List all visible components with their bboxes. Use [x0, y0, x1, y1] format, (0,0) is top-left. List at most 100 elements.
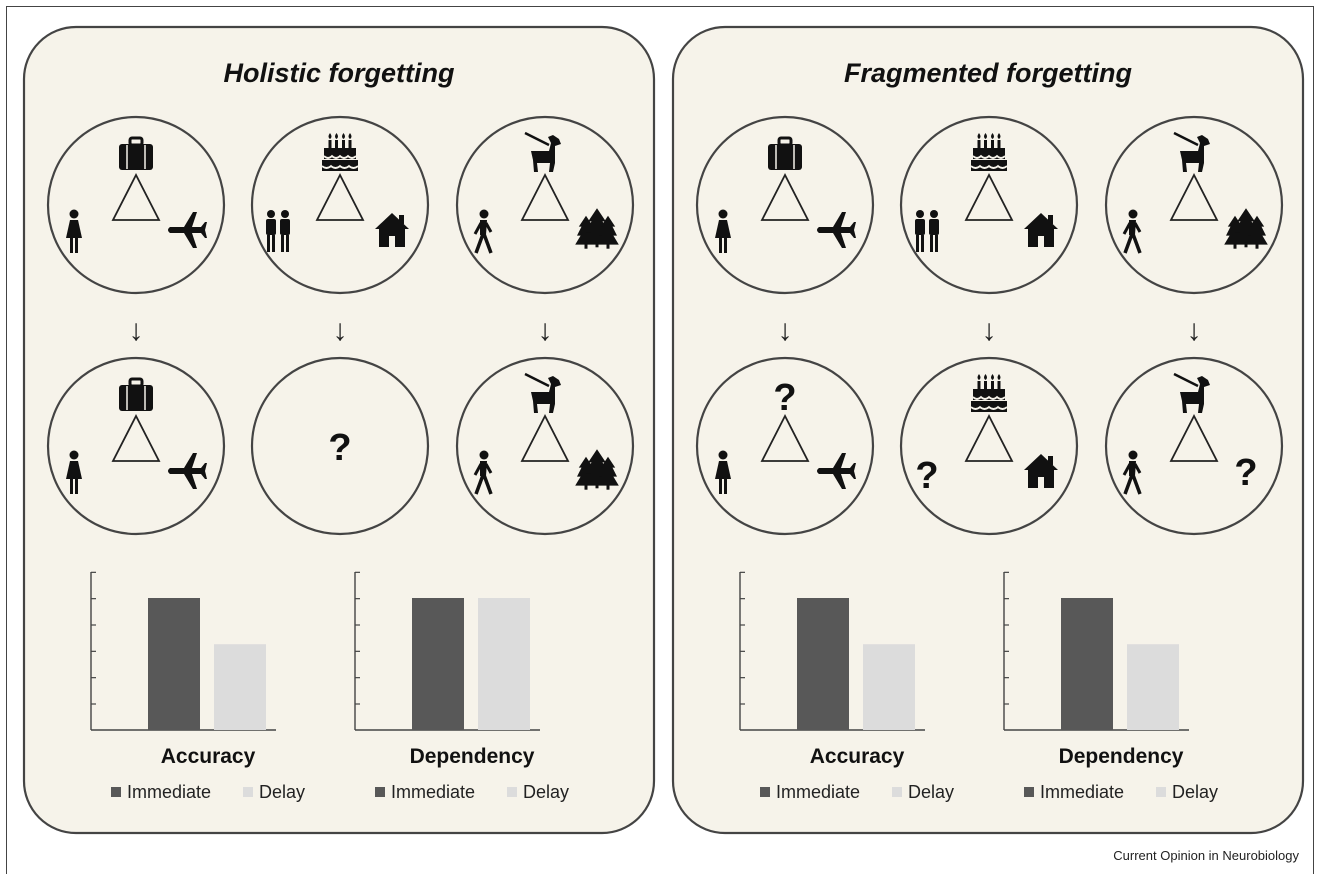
- event-circle: [899, 115, 1079, 295]
- bar-immediate: [1061, 598, 1113, 730]
- down-arrow: ↓: [778, 314, 793, 347]
- legend-swatch-delay: [1156, 787, 1166, 797]
- event-circle-outline: [455, 356, 635, 536]
- legend-label-immediate: Immediate: [127, 782, 211, 802]
- event-circle-outline: [1104, 115, 1284, 295]
- association-triangle: [760, 173, 810, 221]
- association-triangle: [1169, 414, 1219, 462]
- journal-credit: Current Opinion in Neurobiology: [1113, 848, 1299, 863]
- down-arrow: ↓: [333, 314, 348, 347]
- event-circle: [695, 115, 875, 295]
- legend-label-delay: Delay: [1172, 782, 1218, 802]
- event-circle-outline: [899, 356, 1079, 536]
- house-icon: [1024, 454, 1058, 488]
- birthday-cake-icon: [321, 133, 359, 171]
- legend-swatch-delay: [243, 787, 253, 797]
- down-arrow: ↓: [1187, 314, 1202, 347]
- dog-icon: [524, 131, 561, 172]
- birthday-cake-icon: [970, 374, 1008, 412]
- question-mark: ?: [915, 455, 938, 497]
- panel-title: Fragmented forgetting: [844, 58, 1133, 88]
- chart-label: Dependency: [410, 745, 535, 768]
- legend-label-immediate: Immediate: [776, 782, 860, 802]
- woman-icon: [66, 209, 82, 253]
- event-circle-outline: [46, 115, 226, 295]
- association-triangle: [1169, 173, 1219, 221]
- dog-icon: [1173, 372, 1210, 413]
- woman-icon: [715, 209, 731, 253]
- birthday-cake-icon: [970, 133, 1008, 171]
- bar-immediate: [412, 598, 464, 730]
- walking-person-icon: [473, 450, 493, 495]
- chart-label: Dependency: [1059, 745, 1184, 768]
- fragmented-panel: Fragmented forgetting ↓? ↓? ↓? AccuracyImmed…: [671, 25, 1305, 835]
- airplane-icon: [168, 453, 207, 489]
- chart-label: Accuracy: [161, 745, 256, 768]
- association-triangle: [964, 414, 1014, 462]
- question-mark: ?: [1234, 452, 1257, 494]
- walking-person-icon: [1122, 450, 1142, 495]
- down-arrow: ↓: [982, 314, 997, 347]
- couple-icon: [915, 210, 939, 252]
- event-circle: ?: [250, 356, 430, 536]
- event-circle-outline: [1104, 356, 1284, 536]
- airplane-icon: [817, 453, 856, 489]
- bar-delay: [478, 598, 530, 730]
- question-mark: ?: [773, 377, 796, 419]
- trees-icon: [1224, 208, 1268, 249]
- dog-icon: [1173, 131, 1210, 172]
- legend-label-delay: Delay: [523, 782, 569, 802]
- walking-person-icon: [1122, 209, 1142, 254]
- suitcase-icon: [119, 377, 153, 411]
- woman-icon: [66, 450, 82, 494]
- figure-border: [6, 6, 1314, 874]
- legend-swatch-immediate: [375, 787, 385, 797]
- event-circle-outline: [455, 115, 635, 295]
- down-arrow: ↓: [129, 314, 144, 347]
- suitcase-icon: [119, 136, 153, 170]
- airplane-icon: [817, 212, 856, 248]
- dog-icon: [524, 372, 561, 413]
- legend-swatch-immediate: [1024, 787, 1034, 797]
- walking-person-icon: [473, 209, 493, 254]
- event-circle-outline: [46, 356, 226, 536]
- association-triangle: [520, 173, 570, 221]
- trees-icon: [575, 208, 619, 249]
- event-circle: [46, 115, 226, 295]
- bar-delay: [214, 644, 266, 730]
- airplane-icon: [168, 212, 207, 248]
- event-circle: [46, 356, 226, 536]
- event-circle: [455, 115, 635, 295]
- association-triangle: [315, 173, 365, 221]
- legend-swatch-delay: [892, 787, 902, 797]
- event-circle-outline: [250, 115, 430, 295]
- legend-label-delay: Delay: [259, 782, 305, 802]
- event-circle-outline: [899, 115, 1079, 295]
- trees-icon: [575, 449, 619, 490]
- event-circle: [455, 356, 635, 536]
- bar-delay: [863, 644, 915, 730]
- chart-label: Accuracy: [810, 745, 905, 768]
- suitcase-icon: [768, 136, 802, 170]
- bar-immediate: [797, 598, 849, 730]
- event-circle: [1104, 115, 1284, 295]
- association-triangle: [111, 173, 161, 221]
- event-circle: ?: [695, 356, 875, 536]
- event-circle-outline: [695, 356, 875, 536]
- house-icon: [375, 213, 409, 247]
- woman-icon: [715, 450, 731, 494]
- holistic-panel: Holistic forgetting↓↓?↓AccuracyImmediate…: [22, 25, 656, 835]
- couple-icon: [266, 210, 290, 252]
- legend-swatch-delay: [507, 787, 517, 797]
- down-arrow: ↓: [538, 314, 553, 347]
- association-triangle: [760, 414, 810, 462]
- legend-swatch-immediate: [111, 787, 121, 797]
- legend-label-delay: Delay: [908, 782, 954, 802]
